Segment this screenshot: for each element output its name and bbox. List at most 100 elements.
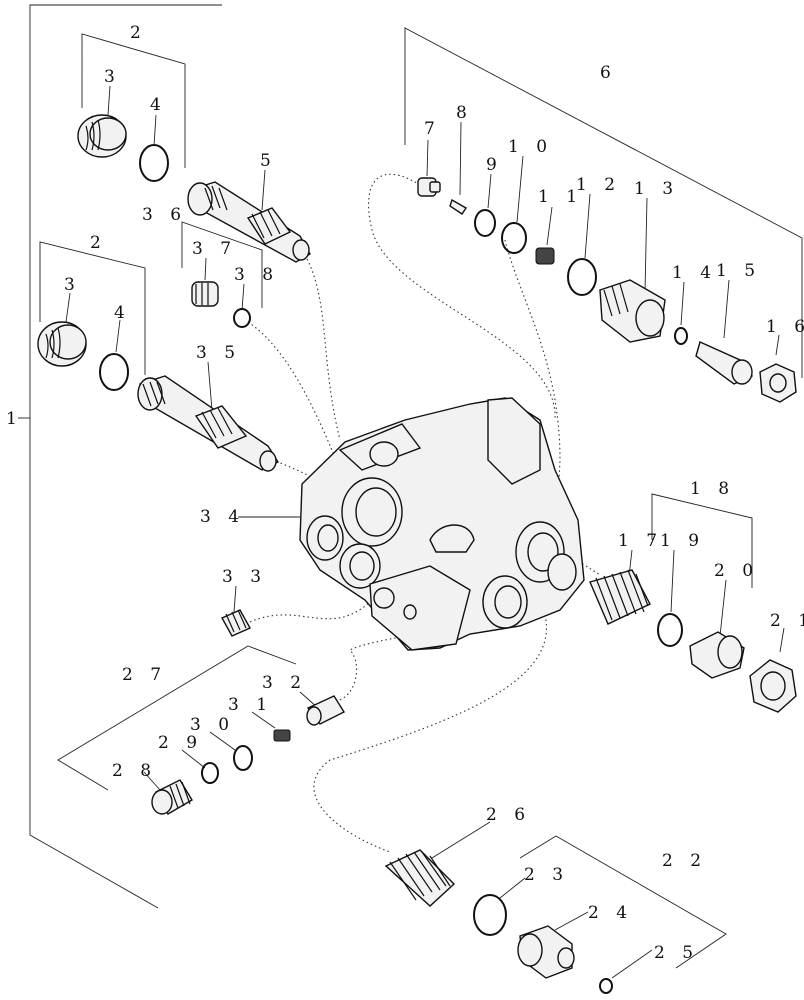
callout-19: 1 9 — [660, 531, 705, 551]
leader-20 — [719, 579, 727, 637]
bracket-group-2-upper — [81, 33, 186, 168]
callout-3-upper: 3 — [104, 67, 121, 87]
leader-30 — [209, 731, 236, 751]
spring-26 — [384, 849, 456, 907]
bracket-group-2-lower — [39, 241, 146, 375]
leader-21 — [779, 627, 785, 653]
leader-9 — [487, 173, 492, 209]
o-ring-4-lower — [99, 353, 129, 391]
bracket-group-36 — [181, 221, 263, 308]
callout-16: 1 6 — [766, 317, 804, 337]
callout-2-lower: 2 — [90, 233, 107, 253]
bracket-group-27 — [57, 645, 297, 791]
o-ring-38 — [233, 308, 251, 328]
bracket-group-18 — [651, 493, 753, 588]
callout-10: 1 0 — [508, 137, 553, 157]
callout-5: 5 — [260, 151, 277, 171]
leader-31 — [251, 711, 276, 729]
callout-32: 3 2 — [262, 673, 307, 693]
callout-2-upper: 2 — [130, 23, 147, 43]
leader-8 — [459, 121, 462, 196]
leader-16 — [775, 334, 780, 356]
leader-12 — [584, 193, 591, 259]
callout-23: 2 3 — [524, 865, 569, 885]
adjuster-15 — [695, 341, 754, 385]
callout-30: 3 0 — [190, 715, 235, 735]
leader-3a — [107, 85, 111, 116]
nut-21 — [749, 659, 797, 713]
callout-26: 2 6 — [486, 805, 531, 825]
spool-35 — [137, 375, 280, 472]
plug-37 — [191, 281, 219, 307]
plug-3-lower — [37, 321, 87, 367]
leader-24 — [554, 911, 589, 931]
callout-36: 3 6 — [142, 205, 187, 225]
leader-15 — [723, 279, 730, 339]
callout-34: 3 4 — [200, 507, 245, 527]
o-ring-12 — [567, 258, 597, 296]
callout-9: 9 — [486, 155, 503, 175]
callout-7: 7 — [424, 119, 441, 139]
leader-4a — [153, 114, 157, 147]
callout-37: 3 7 — [192, 239, 237, 259]
callout-25: 2 5 — [654, 943, 699, 963]
o-ring-14 — [674, 327, 688, 345]
spool-5 — [187, 181, 311, 263]
callout-21: 2 1 — [770, 611, 804, 631]
spring-11 — [535, 247, 555, 265]
callout-31: 3 1 — [228, 695, 273, 715]
leader-10 — [516, 155, 524, 223]
o-ring-9 — [474, 209, 496, 237]
callout-6: 6 — [600, 63, 617, 83]
callout-4-lower: 4 — [114, 303, 131, 323]
leader-28 — [143, 771, 161, 791]
o-ring-4-upper — [139, 144, 169, 182]
callout-29: 2 9 — [158, 733, 203, 753]
leader-38 — [241, 283, 245, 311]
leader-14 — [680, 281, 685, 326]
leader-33 — [233, 585, 237, 613]
leader-4b — [115, 319, 121, 353]
dotted-path-38 — [247, 321, 341, 471]
plug-20 — [689, 631, 745, 679]
callout-12: 1 2 — [576, 175, 621, 195]
leader-7 — [426, 139, 429, 177]
callout-14: 1 4 — [672, 263, 717, 283]
dotted-path-26 — [313, 614, 547, 853]
dotted-path-33 — [249, 599, 373, 623]
o-ring-25 — [599, 978, 613, 994]
leader-26 — [431, 821, 491, 859]
callout-35: 3 5 — [196, 343, 241, 363]
leader-13 — [644, 197, 648, 293]
leader-29 — [181, 749, 206, 769]
callout-8: 8 — [456, 103, 473, 123]
spring-17 — [589, 569, 651, 625]
fitting-7 — [417, 177, 441, 197]
callout-20: 2 0 — [714, 561, 759, 581]
callout-18: 1 8 — [690, 479, 735, 499]
leader-19 — [670, 549, 675, 613]
leader-35 — [207, 361, 213, 411]
leader-25 — [611, 949, 653, 979]
o-ring-23 — [473, 894, 507, 936]
leader-37 — [204, 257, 207, 281]
dotted-path-5 — [304, 254, 341, 441]
o-ring-29 — [201, 762, 219, 784]
plug-33 — [221, 609, 251, 637]
callout-28: 2 8 — [112, 761, 157, 781]
leader-5 — [261, 169, 266, 211]
sleeve-32 — [306, 695, 346, 726]
bracket-assembly-1 — [29, 4, 222, 909]
leader-23 — [499, 877, 526, 899]
o-ring-30 — [233, 745, 253, 771]
pin-8 — [449, 198, 467, 215]
valve-body-34 — [299, 397, 585, 651]
bracket-group-6 — [404, 27, 803, 378]
o-ring-10 — [501, 222, 527, 254]
leader-3b — [65, 292, 71, 323]
callout-1: 1 — [6, 409, 23, 429]
callout-15: 1 5 — [716, 261, 761, 281]
callout-33: 3 3 — [222, 567, 267, 587]
